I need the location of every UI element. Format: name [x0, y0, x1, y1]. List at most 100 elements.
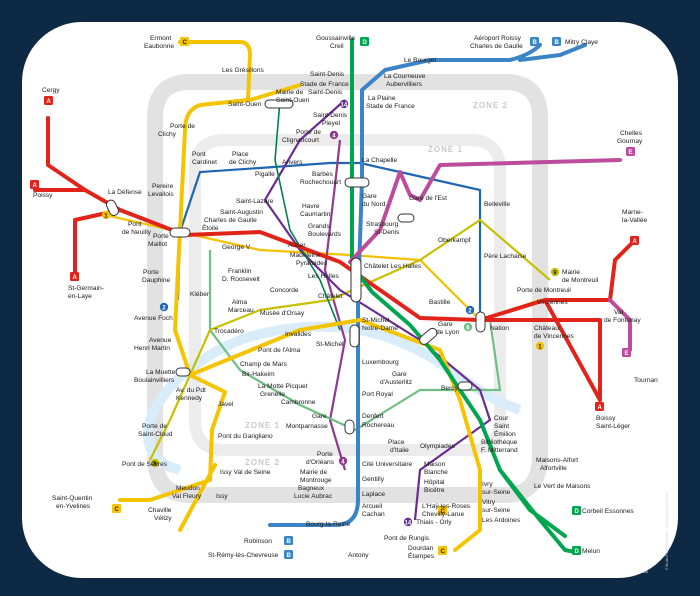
station-labels: Ermont Eaubonne Goussainville Creil Aéro… [33, 35, 658, 560]
svg-text:Stade de France: Stade de France [300, 81, 349, 88]
svg-text:Kennedy: Kennedy [176, 395, 203, 402]
svg-text:Étoile: Étoile [202, 223, 219, 232]
svg-text:Saint-Denis: Saint-Denis [310, 71, 345, 78]
interchange-nation [475, 311, 486, 333]
svg-text:Gare de l'Est: Gare de l'Est [409, 195, 447, 202]
svg-text:îledeFrance: îledeFrance [592, 558, 649, 569]
svg-text:A: A [73, 275, 78, 281]
svg-text:Blanche: Blanche [424, 469, 448, 476]
svg-text:La Motte Picquet: La Motte Picquet [258, 383, 308, 390]
svg-text:Olympiades: Olympiades [420, 443, 456, 450]
svg-text:Strasbourg: Strasbourg [366, 221, 399, 228]
svg-text:Eaubonne: Eaubonne [144, 43, 174, 50]
svg-text:B: B [287, 553, 292, 559]
svg-text:Pont: Pont [192, 151, 206, 158]
svg-text:Val: Val [614, 309, 624, 316]
svg-text:Château: Château [534, 325, 559, 332]
svg-text:Maison: Maison [424, 461, 446, 468]
svg-text:Maillot: Maillot [148, 241, 167, 248]
svg-text:de Montreuil: de Montreuil [562, 277, 599, 284]
svg-text:Chevilly-Larue: Chevilly-Larue [422, 511, 464, 518]
svg-text:Havre: Havre [302, 203, 320, 210]
seine-river [143, 321, 522, 475]
svg-text:de Lyon: de Lyon [436, 329, 460, 336]
svg-text:Anvers: Anvers [282, 159, 303, 166]
svg-text:de Vincennes: de Vincennes [534, 333, 575, 340]
svg-text:Corbeil Essonnes: Corbeil Essonnes [582, 508, 634, 515]
interchange-bercy [457, 381, 473, 391]
svg-text:Pereire: Pereire [152, 183, 174, 190]
svg-text:d'Italie: d'Italie [390, 447, 409, 454]
svg-text:Châtelet Les Halles: Châtelet Les Halles [364, 263, 422, 270]
svg-text:Auber: Auber [288, 242, 306, 249]
svg-text:en-Yvelines: en-Yvelines [56, 503, 91, 510]
svg-text:Porte de: Porte de [142, 423, 167, 430]
svg-text:Luxembourg: Luxembourg [362, 359, 399, 366]
svg-text:Pont de Rungis: Pont de Rungis [384, 535, 430, 542]
svg-text:Pont de Sèvres: Pont de Sèvres [122, 461, 168, 468]
svg-text:Clichy: Clichy [158, 131, 177, 138]
svg-text:Dourdan: Dourdan [408, 545, 434, 552]
interchange-denfert [344, 419, 355, 435]
svg-text:Poissy: Poissy [33, 192, 53, 199]
svg-text:Grenelle: Grenelle [260, 391, 285, 398]
svg-text:C: C [441, 549, 446, 555]
metro-line-2 [176, 161, 482, 320]
svg-text:Bir-Hakeim: Bir-Hakeim [242, 371, 275, 378]
svg-text:Gare: Gare [438, 321, 453, 328]
svg-text:Gentilly: Gentilly [362, 476, 385, 483]
svg-text:2: 2 [468, 308, 472, 314]
metro-line-6 [208, 250, 502, 432]
svg-text:La Muette: La Muette [146, 369, 176, 376]
svg-text:Grands: Grands [308, 223, 330, 230]
interchange-la-defense [105, 199, 119, 216]
svg-text:Bourg-la-Reine: Bourg-la-Reine [306, 521, 351, 528]
svg-text:Mairie de: Mairie de [276, 89, 303, 96]
svg-text:Barbès: Barbès [312, 171, 334, 178]
svg-text:Notre-Dame: Notre-Dame [362, 325, 398, 332]
svg-text:en-Laye: en-Laye [68, 293, 92, 300]
svg-text:Chaville: Chaville [148, 507, 172, 514]
svg-text:Madeleine: Madeleine [290, 252, 321, 259]
svg-text:La Plaine: La Plaine [368, 95, 396, 102]
svg-text:Clignancourt: Clignancourt [282, 137, 319, 144]
svg-text:Saint-Cloud: Saint-Cloud [138, 431, 173, 438]
svg-text:D: D [363, 40, 368, 46]
svg-text:Val Fleury: Val Fleury [172, 493, 202, 500]
svg-text:A: A [633, 239, 638, 245]
svg-text:Marceau: Marceau [228, 307, 254, 314]
svg-text:Alma: Alma [232, 299, 247, 306]
svg-text:Mairie de: Mairie de [300, 469, 327, 476]
svg-text:Bibliothèque: Bibliothèque [481, 439, 518, 446]
svg-text:de Neuilly: de Neuilly [122, 229, 152, 236]
svg-text:Cardinet: Cardinet [192, 159, 217, 166]
svg-text:St-Michel: St-Michel [362, 317, 390, 324]
svg-text:Les Ardoines: Les Ardoines [482, 517, 521, 524]
svg-text:Cour: Cour [494, 415, 509, 422]
metro-line-4 [323, 139, 347, 471]
svg-text:Kléber: Kléber [190, 291, 210, 298]
svg-text:Henri Martin: Henri Martin [134, 345, 170, 352]
svg-text:Montrouge: Montrouge [300, 477, 332, 484]
svg-text:Saint-Lazare: Saint-Lazare [236, 198, 274, 205]
svg-text:Issy: Issy [216, 493, 228, 500]
interchange-la-muette [175, 367, 191, 377]
svg-text:Antony: Antony [348, 552, 369, 559]
metro-line-9 [149, 218, 551, 461]
svg-text:1: 1 [538, 344, 542, 350]
svg-text:B: B [533, 40, 538, 46]
svg-text:Cergy: Cergy [42, 87, 60, 94]
svg-text:La Défense: La Défense [108, 189, 142, 196]
svg-text:4: 4 [332, 133, 336, 139]
svg-text:9: 9 [553, 270, 557, 276]
svg-text:Boulainvilliers: Boulainvilliers [134, 377, 175, 384]
svg-text:sur-Seine: sur-Seine [482, 489, 511, 496]
rer-e [348, 158, 632, 352]
idfm-logo: îledeFrance mobilités [592, 558, 649, 575]
svg-text:Bagneux: Bagneux [298, 485, 325, 492]
credit-text: © Île-de-France Mobilités - cartographie… [665, 493, 669, 570]
svg-text:Boissy: Boissy [596, 415, 616, 422]
svg-text:la-Vallée: la-Vallée [622, 217, 648, 224]
svg-text:Bercy: Bercy [441, 385, 459, 392]
svg-text:La Courneuve: La Courneuve [384, 73, 426, 80]
